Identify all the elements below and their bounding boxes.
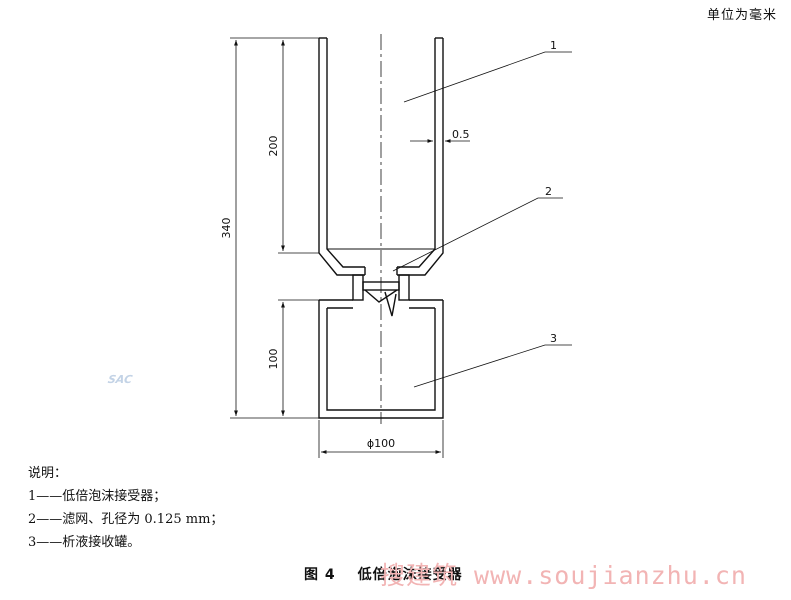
watermark: 搜建筑 www.soujianzhu.cn bbox=[380, 561, 747, 590]
figure-number: 图 4 bbox=[304, 567, 336, 583]
dim-340: 340 bbox=[220, 218, 233, 239]
legend-title: 说明： bbox=[28, 466, 68, 481]
legend-item-3: 3——析液接收罐。 bbox=[28, 535, 141, 550]
dim-200: 200 bbox=[267, 136, 280, 157]
leader-2 bbox=[392, 197, 563, 272]
legend: 说明： 1——低倍泡沫接受器； 2——滤网、孔径为 0.125 mm； 3——析… bbox=[28, 462, 223, 554]
units-note: 单位为毫米 bbox=[706, 8, 777, 23]
callout-3: 3 bbox=[550, 332, 557, 345]
callout-1: 1 bbox=[550, 39, 557, 52]
foam-receiver-drawing: 340 200 100 0.5 ϕ100 1 2 3 bbox=[220, 34, 572, 458]
dim-diameter: ϕ100 bbox=[367, 437, 395, 450]
dim-wall-thickness: 0.5 bbox=[452, 128, 470, 141]
legend-item-1: 1——低倍泡沫接受器； bbox=[28, 489, 167, 504]
figure-title: 低倍泡沫接受器 bbox=[357, 567, 463, 583]
callout-2: 2 bbox=[545, 185, 552, 198]
sac-stamp: SAC bbox=[106, 373, 134, 386]
dim-100: 100 bbox=[267, 349, 280, 370]
upper-receiver-tube bbox=[318, 37, 444, 276]
figure-caption: 图 4 低倍泡沫接受器 bbox=[304, 564, 463, 584]
legend-item-2: 2——滤网、孔径为 0.125 mm； bbox=[28, 512, 224, 527]
leader-1 bbox=[403, 51, 572, 103]
leader-3 bbox=[413, 344, 572, 388]
